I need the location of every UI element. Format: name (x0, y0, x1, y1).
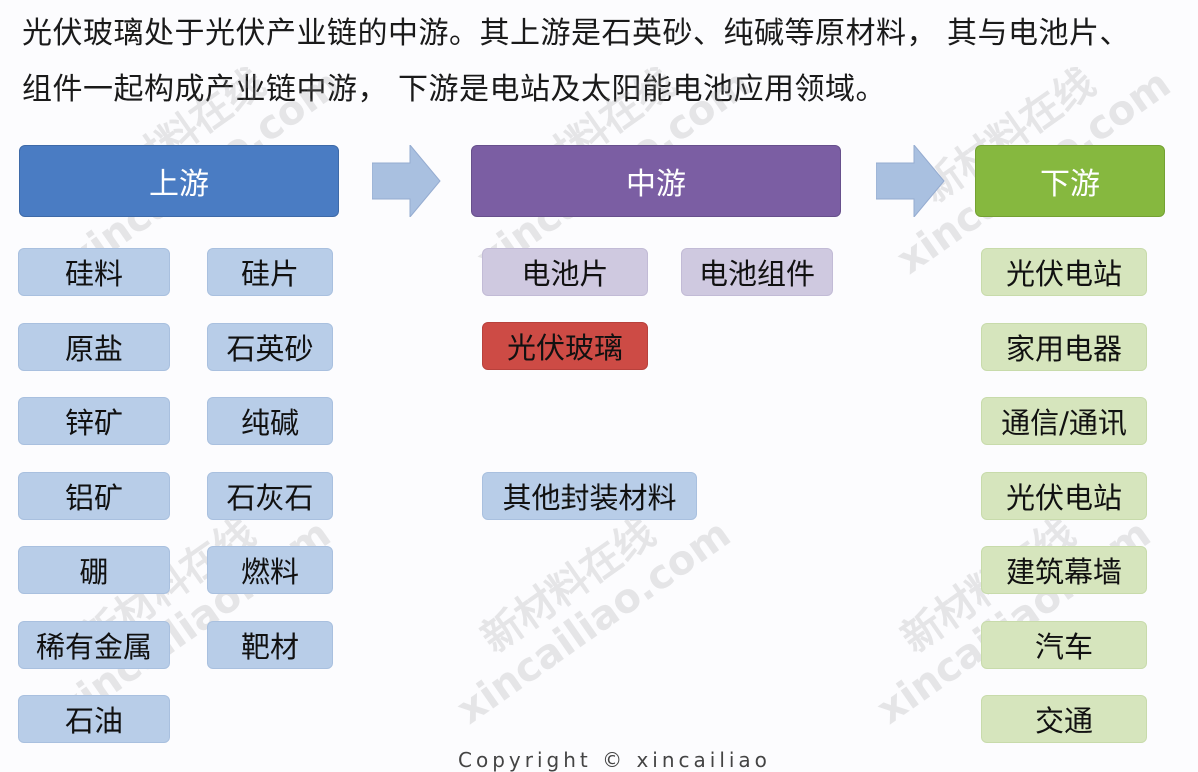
intro-line-2: 组件一起构成产业链中游， 下游是电站及太阳能电池应用领域。 (22, 72, 887, 107)
downstream-item: 通信/通讯 (981, 397, 1147, 445)
right-arrow-icon (876, 145, 945, 217)
intro-paragraph: 光伏玻璃处于光伏产业链的中游。其上游是石英砂、纯碱等原材料， 其与电池片、 组件… (22, 6, 1192, 118)
upstream-item: 锌矿 (18, 397, 170, 445)
downstream-item: 家用电器 (981, 323, 1147, 371)
downstream-item: 建筑幕墙 (981, 546, 1147, 594)
midstream-item-modules: 电池组件 (681, 248, 833, 296)
downstream-item: 光伏电站 (981, 472, 1147, 520)
upstream-item: 硅片 (207, 248, 333, 296)
copyright-footer: Copyright © xincailiao (458, 748, 771, 772)
upstream-item: 燃料 (207, 546, 333, 594)
upstream-item: 石英砂 (207, 323, 333, 371)
upstream-item: 石油 (18, 695, 170, 743)
downstream-item: 交通 (981, 695, 1147, 743)
upstream-header: 上游 (19, 145, 339, 217)
upstream-item: 原盐 (18, 323, 170, 371)
right-arrow-icon (372, 145, 441, 217)
upstream-item: 硼 (18, 546, 170, 594)
upstream-item: 靶材 (207, 621, 333, 669)
downstream-header: 下游 (975, 145, 1165, 217)
upstream-item: 石灰石 (207, 472, 333, 520)
midstream-item-pv-glass-highlight: 光伏玻璃 (482, 322, 648, 370)
midstream-header: 中游 (471, 145, 841, 217)
upstream-item: 铝矿 (18, 472, 170, 520)
intro-line-1: 光伏玻璃处于光伏产业链的中游。其上游是石英砂、纯碱等原材料， 其与电池片、 (22, 16, 1131, 51)
midstream-item-cells: 电池片 (482, 248, 648, 296)
upstream-item: 稀有金属 (18, 621, 170, 669)
upstream-item: 硅料 (18, 248, 170, 296)
midstream-item-packaging: 其他封装材料 (482, 472, 697, 520)
downstream-item: 光伏电站 (981, 248, 1147, 296)
downstream-item: 汽车 (981, 621, 1147, 669)
upstream-item: 纯碱 (207, 397, 333, 445)
